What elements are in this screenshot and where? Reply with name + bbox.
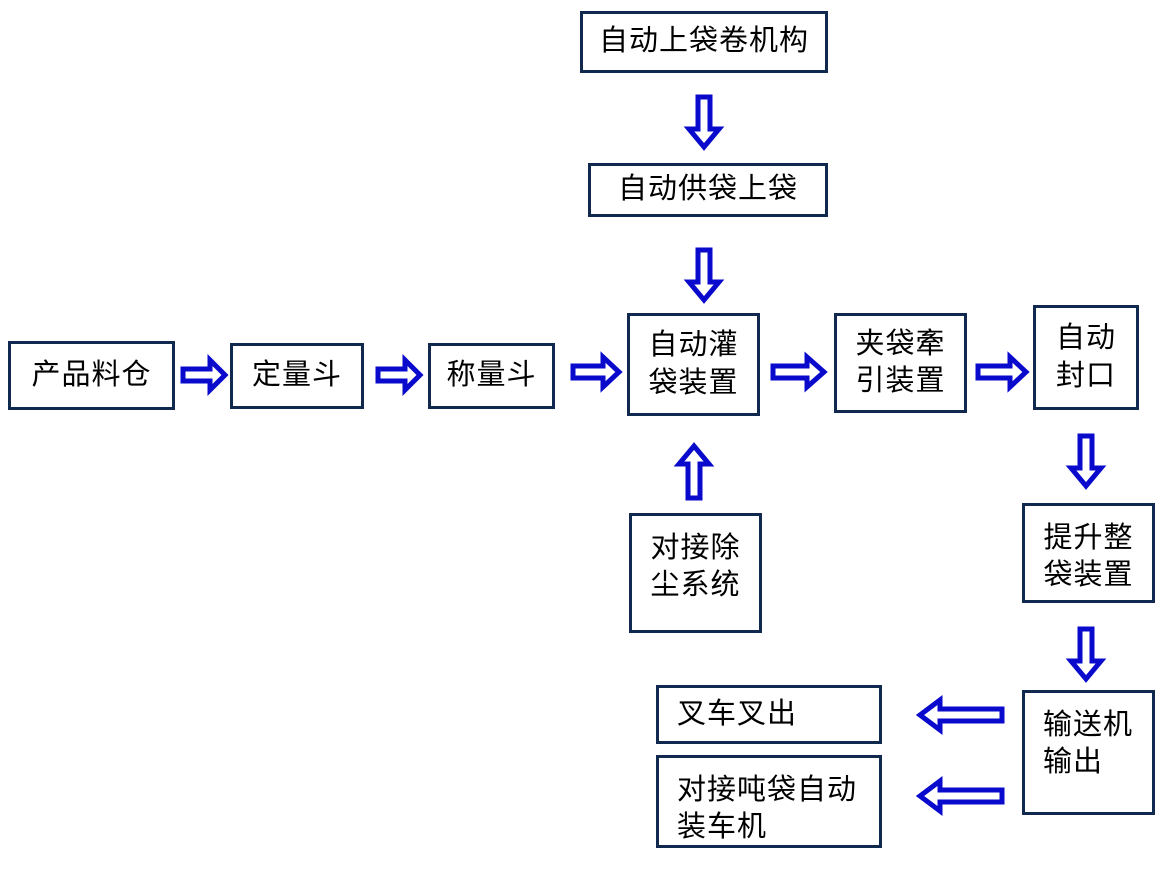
node-auto-bag-filling[interactable]: 自动灌 袋装置 (627, 313, 760, 416)
arrow-silo-to-dosing-icon (180, 353, 229, 397)
arrow-conveyor-to-forklift-icon (915, 695, 1005, 735)
node-auto-bag-feed[interactable]: 自动供袋上袋 (588, 163, 828, 217)
arrow-sealing-to-lift-icon (1065, 433, 1107, 490)
node-auto-sealing[interactable]: 自动 封口 (1033, 305, 1139, 410)
node-auto-bag-roll[interactable]: 自动上袋卷机构 (580, 11, 828, 73)
node-dust-removal[interactable]: 对接除 尘系统 (629, 513, 762, 633)
arrow-weighing-to-filling-icon (570, 351, 623, 393)
node-product-silo[interactable]: 产品料仓 (8, 341, 175, 410)
node-dosing-hopper[interactable]: 定量斗 (230, 343, 364, 409)
arrow-filling-to-clamp-icon (770, 351, 828, 393)
node-bag-clamp-pull[interactable]: 夹袋牽 引装置 (834, 313, 967, 413)
arrow-dust-to-filling-icon (673, 442, 715, 501)
node-lift-bag-shaping[interactable]: 提升整 袋装置 (1022, 503, 1155, 603)
node-forklift-out[interactable]: 叉车叉出 (656, 685, 882, 744)
node-conveyor-output[interactable]: 输送机 输出 (1022, 690, 1155, 815)
node-weighing-hopper[interactable]: 称量斗 (428, 343, 555, 409)
arrow-roll-to-feed-icon (683, 94, 725, 151)
arrow-dosing-to-weighing-icon (375, 353, 424, 397)
arrow-lift-to-conveyor-icon (1065, 626, 1107, 683)
arrow-clamp-to-sealing-icon (975, 351, 1030, 393)
node-ton-bag-loader[interactable]: 对接吨袋自动 装车机 (656, 755, 882, 848)
arrow-conveyor-to-tonbag-icon (915, 776, 1005, 816)
arrow-feed-to-filling-icon (683, 247, 725, 304)
